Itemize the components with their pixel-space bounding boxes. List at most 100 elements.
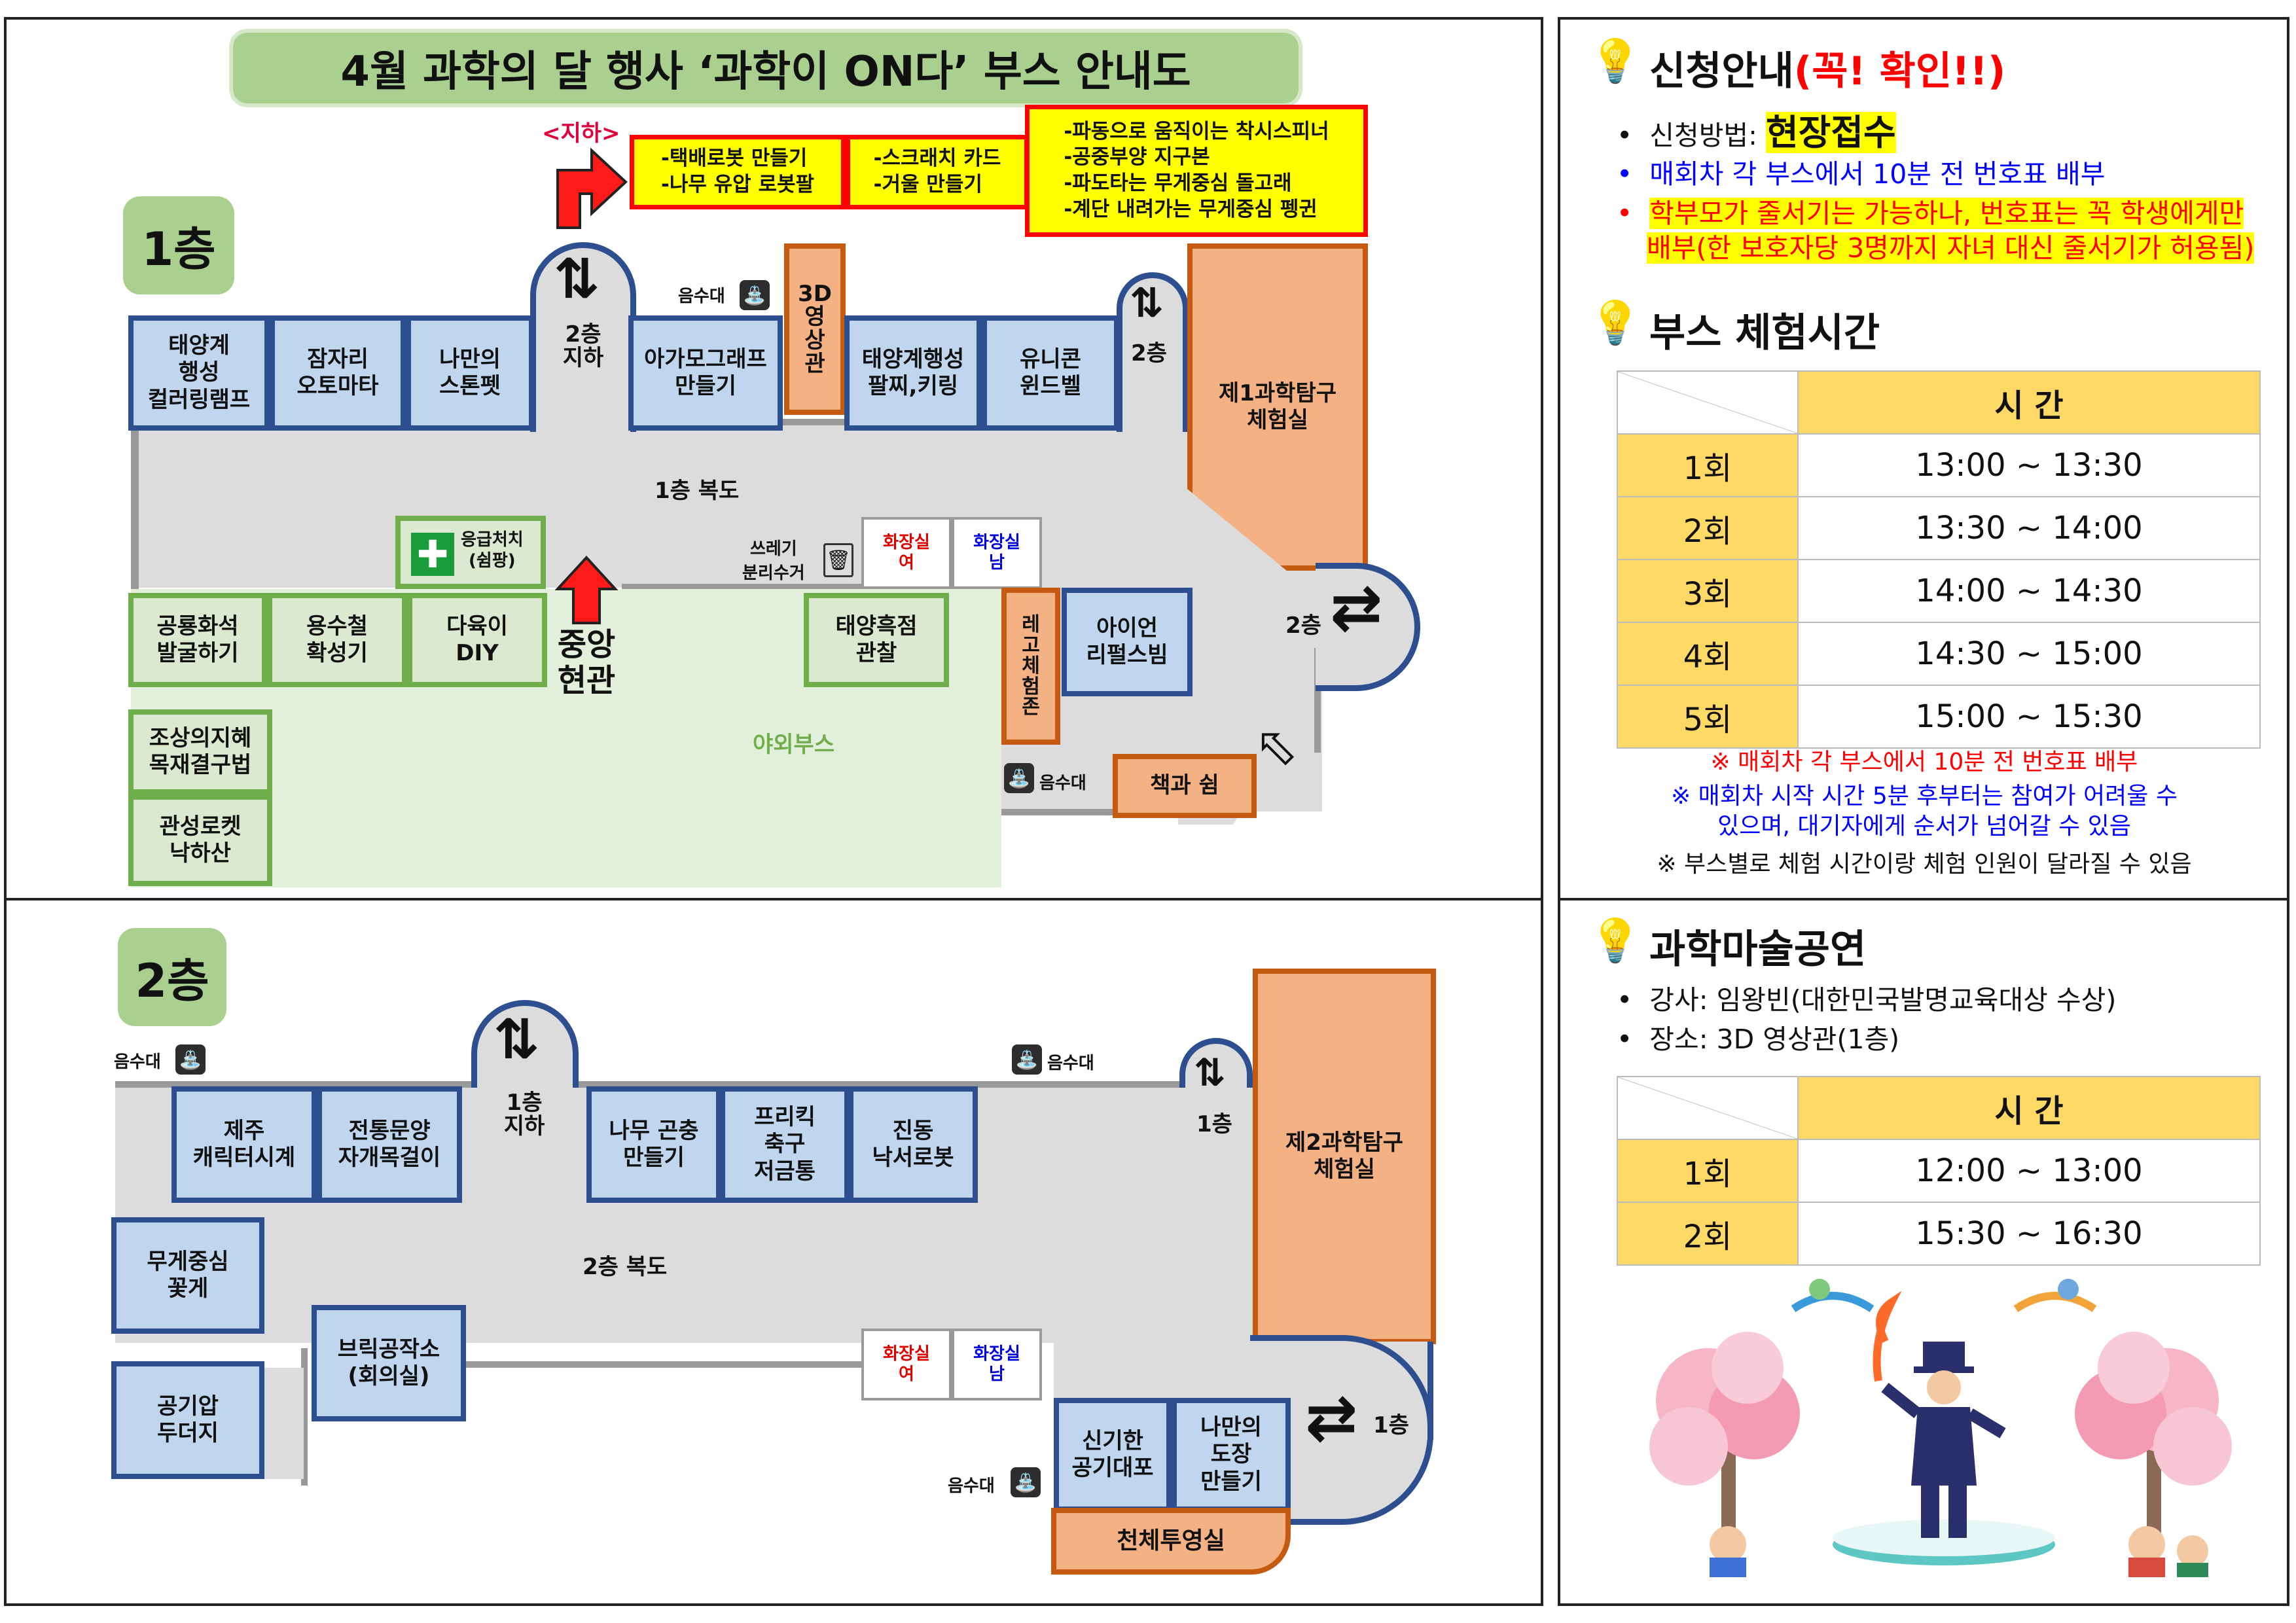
- room-solar-bracelet[interactable]: 태양계행성 팔찌,키링: [844, 315, 982, 431]
- room-doodle-robot[interactable]: 진동 낙서로봇: [848, 1086, 978, 1203]
- floor2-stair-center-label: 1층 지하: [503, 1090, 545, 1139]
- place-text: 장소: 3D 영상관(1층): [1649, 1024, 1900, 1055]
- floor1-corridor-main: [131, 424, 1322, 588]
- floor2-corridor-top-line: [115, 1081, 1182, 1088]
- drinking-fountain-icon: ⛲: [740, 280, 770, 310]
- floor2-exit-arrows-icon: ⇄: [1305, 1381, 1358, 1454]
- basement-box-2: -스크래치 카드 -거울 만들기: [846, 135, 1029, 209]
- room-agamograph[interactable]: 아가모그래프 만들기: [628, 315, 783, 431]
- floor1-stair-right[interactable]: [1117, 272, 1189, 432]
- room-spring-speaker[interactable]: 용수철 확성기: [267, 593, 407, 687]
- room-wood-insect[interactable]: 나무 곤충 만들기: [586, 1086, 721, 1203]
- first-aid-label: 응급처치 (쉼팡): [461, 530, 524, 571]
- drinking-fountain-icon: ⛲: [1012, 1044, 1042, 1075]
- floor2-exit-label: 1층: [1373, 1412, 1409, 1438]
- room-air-mole[interactable]: 공기압 두더지: [111, 1361, 264, 1479]
- basement-red-arrow-icon: [556, 147, 628, 229]
- note-ticket: ※ 매회차 각 부스에서 10분 전 번호표 배부: [1710, 749, 2138, 776]
- room-air-cannon[interactable]: 신기한 공기대포: [1054, 1398, 1172, 1512]
- floor2-fountain-label-3: 음수대: [948, 1476, 995, 1496]
- main-entrance-label: 중앙 현관: [557, 626, 616, 700]
- room-dinosaur-fossil[interactable]: 공룡화석 발굴하기: [128, 593, 267, 687]
- room-stamp-making[interactable]: 나만의 도장 만들기: [1172, 1398, 1291, 1512]
- table-header-time: 시 간: [1797, 1076, 2261, 1140]
- floor1-exit-label: 2층: [1285, 613, 1321, 639]
- magician-icon: [1873, 1291, 2006, 1538]
- floor2-fountain-label: 음수대: [114, 1052, 161, 1072]
- floor2-stair-center-arrows-icon: ⇅: [493, 1007, 540, 1071]
- first-aid-room[interactable]: ✚ 응급처치 (쉼팡): [395, 516, 546, 589]
- room-science-lab-2[interactable]: 제2과학탐구 체험실: [1253, 969, 1436, 1344]
- room-book-rest[interactable]: 책과 쉼: [1113, 754, 1257, 818]
- room-stone-pet[interactable]: 나만의 스톤펫: [406, 315, 534, 431]
- room-brick-workshop[interactable]: 브릭공작소 (회의실): [312, 1305, 466, 1421]
- lightbulb-icon: 💡: [1589, 37, 1641, 86]
- table-corner-cell: [1617, 1076, 1799, 1140]
- bullet-place: • 장소: 3D 영상관(1층): [1617, 1022, 1899, 1057]
- lightbulb-icon: 💡: [1589, 917, 1641, 965]
- floor1-stair-center-label: 2층 지하: [562, 321, 604, 371]
- room-freekick-bank[interactable]: 프리킥 축구 저금통: [720, 1086, 850, 1203]
- toilet-women-f2[interactable]: 화장실 여: [861, 1329, 952, 1400]
- floor2-stair-right-arrows-icon: ⇅: [1194, 1050, 1226, 1095]
- floor2-corridor-bottom-line: [458, 1361, 864, 1368]
- first-aid-cross-icon: ✚: [411, 532, 454, 577]
- floor2-corridor-left-bottom: [264, 1368, 304, 1479]
- floor1-stair-center[interactable]: [530, 242, 636, 432]
- floor2-corridor-left-line: [301, 1348, 308, 1486]
- bullet-lecturer: • 강사: 임왕빈(대한민국발명교육대상 수상): [1617, 983, 2116, 1018]
- room-jeju-clock[interactable]: 제주 캐릭터시계: [171, 1086, 317, 1203]
- floor1-stair-center-arrows-icon: ⇅: [554, 247, 600, 311]
- table-header-row: 시 간: [1617, 370, 2261, 435]
- sec1-title-emphasis: (꼭! 확인!!): [1793, 48, 2006, 94]
- method-label: 신청방법:: [1649, 120, 1766, 151]
- room-sunspot[interactable]: 태양흑점 관찰: [804, 593, 949, 687]
- cherry-tree-right-icon: [2075, 1332, 2232, 1538]
- info-divider: [1558, 898, 2289, 901]
- info-panel: [1558, 17, 2289, 1606]
- round-cell: 5회: [1617, 685, 1799, 749]
- floor1-exit-arrows-icon: ⇄: [1330, 571, 1383, 644]
- time-cell: 15:30 ~ 16:30: [1797, 1202, 2261, 1266]
- floor1-fountain-label: 음수대: [678, 287, 725, 306]
- floor1-badge: 1층: [123, 196, 234, 294]
- floor1-stair-right-label: 2층: [1131, 340, 1167, 366]
- floor1-exit-bulge[interactable]: [1316, 563, 1420, 691]
- floor2-stair-right-label: 1층: [1196, 1111, 1232, 1137]
- room-unicorn-windbell[interactable]: 유니콘 윈드벨: [982, 315, 1119, 431]
- room-lego-zone[interactable]: 레 고 체 험 존: [1001, 588, 1060, 745]
- floor2-fountain-label-2: 음수대: [1047, 1054, 1094, 1073]
- time-cell: 12:00 ~ 13:00: [1797, 1139, 2261, 1203]
- room-succulent-diy[interactable]: 다육이 DIY: [407, 593, 547, 687]
- sec1-title: 신청안내(꼭! 확인!!): [1649, 39, 2005, 96]
- toilet-men-f2[interactable]: 화장실 남: [952, 1329, 1042, 1400]
- drinking-fountain-icon: ⛲: [1004, 763, 1034, 793]
- toilet-men-f1[interactable]: 화장실 남: [952, 517, 1042, 589]
- floor2-stair-center[interactable]: [471, 1000, 579, 1088]
- sec2-title: 부스 체험시간: [1649, 310, 1880, 356]
- drinking-fountain-icon: ⛲: [1011, 1467, 1041, 1497]
- parents-line2: 배부(한 보호자당 3명까지 자녀 대신 줄서기가 허용됨): [1647, 232, 2255, 264]
- room-3d-theater[interactable]: 3D 영 상 관: [784, 243, 846, 415]
- toilet-women-f1[interactable]: 화장실 여: [861, 517, 952, 589]
- bullet-dot: •: [1617, 158, 1650, 190]
- note-varies: ※ 부스별로 체험 시간이랑 체험 인원이 달라질 수 있음: [1657, 851, 2192, 878]
- room-iron-repulsor[interactable]: 아이언 리펄스빔: [1062, 588, 1193, 696]
- room-wood-joint[interactable]: 조상의지혜 목재결구법: [128, 709, 272, 794]
- floor1-stair-right-arrows-icon: ⇅: [1130, 279, 1164, 327]
- child-right-2-icon: [2177, 1535, 2208, 1577]
- bullet-parents: • 학부모가 줄서기는 가능하나, 번호표는 꼭 학생에게만 배부(한 보호자당…: [1617, 196, 2255, 266]
- drinking-fountain-icon: ⛲: [175, 1044, 206, 1075]
- entrance-red-arrow-icon: [555, 556, 618, 624]
- number-ticket-text: 매회차 각 부스에서 10분 전 번호표 배부: [1649, 158, 2106, 190]
- room-planetarium[interactable]: 천체투영실: [1051, 1508, 1291, 1575]
- room-center-crab[interactable]: 무게중심 꽃게: [111, 1217, 264, 1334]
- room-solar-coloring-lamp[interactable]: 태양계 행성 컬러링램프: [128, 315, 270, 431]
- room-dragonfly-automata[interactable]: 잠자리 오토마타: [270, 315, 406, 431]
- room-inertia-rocket[interactable]: 관성로켓 낙하산: [128, 794, 272, 886]
- room-mother-of-pearl[interactable]: 전통문양 자개목걸이: [317, 1086, 462, 1203]
